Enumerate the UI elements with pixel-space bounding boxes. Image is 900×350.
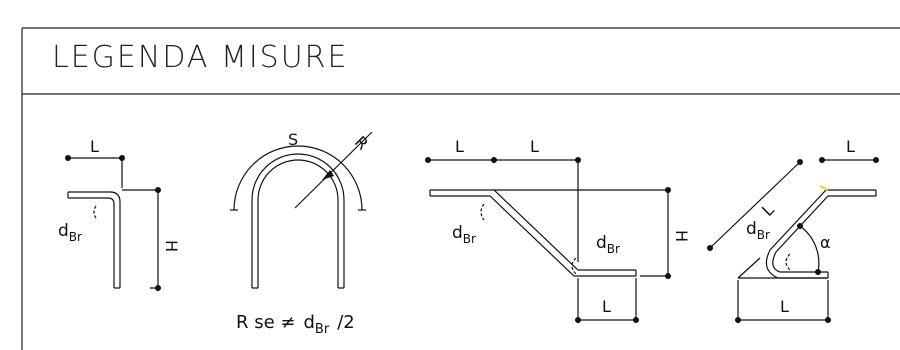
figure-hook [67, 157, 160, 289]
figure-angled-dots [707, 157, 879, 323]
dim-label-L6: L [780, 297, 789, 316]
figure-angled-hook [709, 159, 877, 322]
r-arrow [322, 170, 334, 180]
dim-label-L5: L [758, 200, 778, 220]
figure-u-shape [230, 131, 373, 289]
bend-label-d: dBr [58, 221, 82, 244]
dim-label-H: H [162, 240, 181, 252]
dim-label-L3: L [602, 297, 611, 316]
dim-label-H2: H [672, 230, 691, 242]
bend-label-d2: dBr [452, 223, 476, 246]
angle-label-alpha: α [820, 233, 831, 252]
dim-label-L4: L [846, 137, 855, 156]
dim-label-L2: L [530, 137, 539, 156]
bend-label-d3: dBr [596, 233, 620, 256]
radius-formula: R se ≠dBr/2 [236, 312, 355, 337]
legend-title: LEGENDA MISURE [52, 40, 349, 75]
bend-label-d4: dBr [746, 219, 770, 242]
figure-hook-dots [65, 155, 161, 291]
frame [21, 27, 900, 350]
figure-crank [428, 159, 670, 322]
arc-label-S: S [288, 130, 298, 149]
dim-label-L1: L [455, 137, 464, 156]
accent-mark [819, 185, 829, 191]
figure-crank-dots [425, 157, 671, 323]
dim-label-L: L [90, 137, 99, 156]
